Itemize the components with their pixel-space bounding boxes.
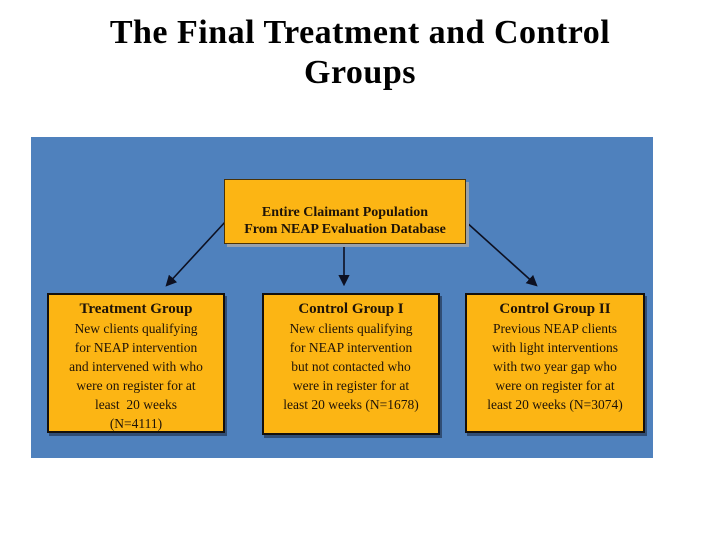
treatment-group-title: Treatment Group: [79, 301, 193, 317]
control-group-1-title: Control Group I: [298, 301, 404, 317]
root-box-entire-claimant-population: Entire Claimant Population From NEAP Eva…: [224, 179, 466, 244]
treatment-group-box: Treatment Group New clients qualifying f…: [47, 293, 225, 433]
control-group-2-title: Control Group II: [499, 301, 611, 317]
treatment-group-body: New clients qualifying for NEAP interven…: [69, 321, 203, 431]
control-group-1-box: Control Group I New clients qualifying f…: [262, 293, 440, 435]
control-group-2-box: Control Group II Previous NEAP clients w…: [465, 293, 645, 433]
slide-title: The Final Treatment and Control Groups: [109, 14, 611, 91]
control-group-2-body: Previous NEAP clients with light interve…: [487, 321, 623, 412]
root-box-label: Entire Claimant Population From NEAP Eva…: [244, 205, 446, 237]
control-group-1-body: New clients qualifying for NEAP interven…: [283, 321, 419, 412]
